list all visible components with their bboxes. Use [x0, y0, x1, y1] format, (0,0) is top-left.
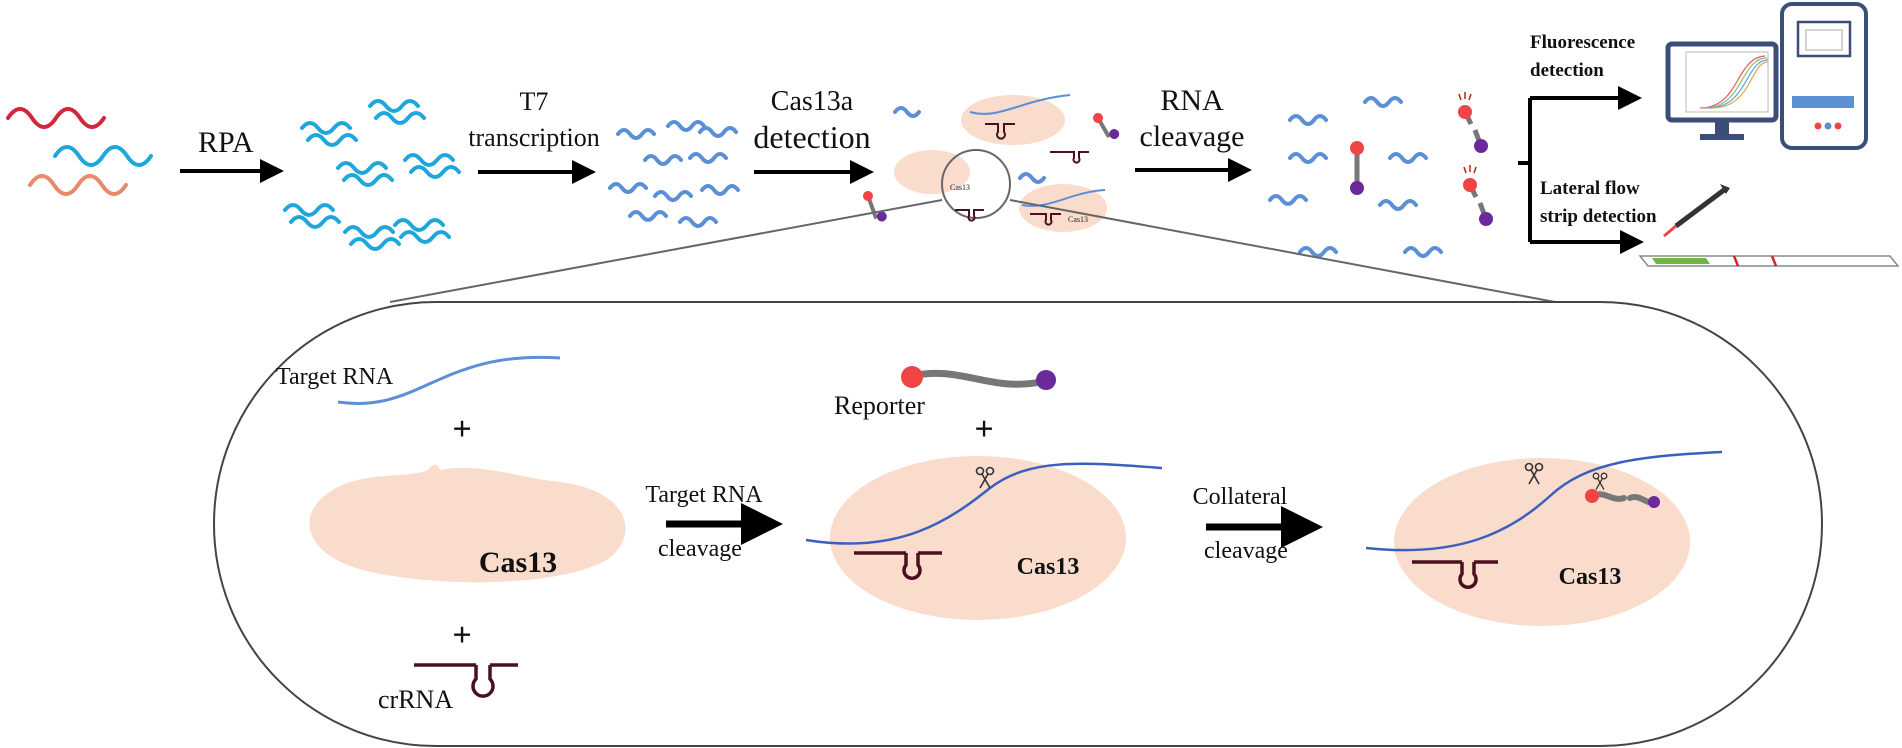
input-nucleic-acid-strands: [6, 107, 153, 196]
crrna-hairpin-middle: [854, 551, 942, 581]
cas13-label-right: Cas13: [1559, 564, 1622, 590]
lateral-flow-strip-icon: [1638, 255, 1900, 267]
crrna-label: crRNA: [378, 685, 453, 714]
t7-label-line1: T7: [520, 87, 549, 116]
rna-cleavage-label-line2: cleavage: [1140, 120, 1245, 153]
analyzer-device-icon: [1780, 2, 1868, 150]
cas13-label-middle: Cas13: [1017, 554, 1080, 580]
cas13-protein-right: [1394, 458, 1690, 626]
target-rna-bound-right: [1365, 450, 1723, 552]
rna-cleavage-label-line1: RNA: [1160, 84, 1224, 117]
cas13a-label-line2: detection: [753, 119, 870, 155]
arrow2-label-line1: Collateral: [1193, 484, 1288, 510]
mini-detection-scene: Cas13 Cas13: [863, 94, 1120, 232]
fluorescence-label-line1: Fluorescence: [1530, 32, 1635, 53]
reporter-label: Reporter: [834, 391, 925, 420]
pipette-icon: [1663, 184, 1730, 238]
cas13-protein-middle: [830, 456, 1126, 620]
plus-sign-2: +: [452, 617, 471, 654]
rpa-label: RPA: [198, 126, 254, 159]
arrow1-label-line2: cleavage: [658, 536, 742, 562]
output-branch: [1518, 86, 1644, 254]
zoom-line-left: [389, 199, 943, 303]
crrna-hairpin-right: [1412, 560, 1498, 590]
lateral-flow-label-line1: Lateral flow: [1540, 178, 1640, 199]
target-rna-strand: [337, 355, 561, 405]
t7-label-line2: transcription: [468, 123, 599, 152]
rpa-amplicons: [283, 99, 461, 251]
plus-sign-3: +: [974, 411, 993, 448]
zoom-line-right: [1009, 199, 1556, 303]
target-rna-bound-middle: [805, 462, 1163, 545]
plus-sign-1: +: [452, 411, 471, 448]
target-rna-label: Target RNA: [276, 364, 394, 390]
cleaved-products: [1268, 92, 1493, 258]
cas13-label-left: Cas13: [479, 546, 557, 579]
crrna-hairpin-left: [414, 663, 518, 698]
reporter-molecule: [901, 366, 1056, 390]
monitor-icon: [1665, 41, 1779, 140]
cas13-protein-left: [309, 464, 626, 583]
mini-cas13-label-1: Cas13: [950, 183, 970, 192]
cleaved-reporter-right: [1585, 472, 1660, 508]
arrow1-label-line1: Target RNA: [645, 482, 763, 508]
arrow2-label-line2: cleavage: [1204, 538, 1288, 564]
transcribed-rna-pool: [608, 120, 740, 228]
lateral-flow-label-line2: strip detection: [1540, 206, 1657, 227]
mini-cas13-label-2: Cas13: [1068, 215, 1088, 224]
fluorescence-label-line2: detection: [1530, 60, 1604, 81]
cas13a-label-line1: Cas13a: [771, 86, 854, 117]
